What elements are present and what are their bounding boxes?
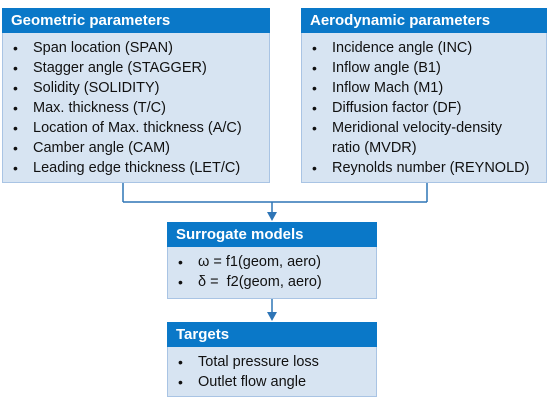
aerodynamic-parameters-body: • Incidence angle (INC) • Inflow angle (B1… [301, 33, 547, 183]
list-item: • Stagger angle (STAGGER) [11, 58, 265, 78]
geometric-item-label: Stagger angle (STAGGER) [33, 60, 207, 76]
surrogate-item-label: ω = f1(geom, aero) [198, 254, 321, 270]
list-item: • δ = f2(geom, aero) [176, 272, 372, 292]
aerodynamic-item-label: Inflow angle (B1) [332, 60, 441, 76]
surrogate-models-box: Surrogate models • ω = f1(geom, aero) • δ … [167, 222, 377, 299]
bullet-icon: • [312, 40, 317, 56]
bullet-icon: • [312, 120, 317, 136]
geometric-item-label: Location of Max. thickness (A/C) [33, 120, 242, 136]
bullet-icon: • [13, 60, 18, 76]
bullet-icon: • [178, 374, 183, 390]
targets-item-label: Outlet flow angle [198, 374, 307, 390]
list-item: • Diffusion factor (DF) [310, 98, 542, 118]
targets-title: Targets [167, 322, 377, 347]
bullet-icon: • [312, 80, 317, 96]
targets-list: • Total pressure loss • Outlet flow angle [176, 352, 372, 392]
aerodynamic-item-label: Reynolds number (REYNOLD) [332, 160, 530, 176]
bullet-icon: • [178, 274, 183, 290]
bullet-icon: • [13, 140, 18, 156]
bullet-icon: • [312, 160, 317, 176]
targets-item-label: Total pressure loss [198, 354, 319, 370]
list-item: • Span location (SPAN) [11, 38, 265, 58]
bullet-icon: • [13, 100, 18, 116]
list-item: • ω = f1(geom, aero) [176, 252, 372, 272]
aerodynamic-item-label: Diffusion factor (DF) [332, 100, 462, 116]
geometric-parameters-body: • Span location (SPAN) • Stagger angle (ST… [2, 33, 270, 183]
surrogate-models-body: • ω = f1(geom, aero) • δ = f2(geom, aero) [167, 247, 377, 299]
list-item: • Location of Max. thickness (A/C) [11, 118, 265, 138]
aerodynamic-item-label: Meridional velocity-density ratio (MVDR) [332, 120, 503, 156]
merge-to-surrogate-arrowhead [267, 212, 277, 221]
aerodynamic-parameters-title: Aerodynamic parameters [301, 8, 547, 33]
list-item: • Meridional velocity-density ratio (MVDR… [310, 118, 517, 158]
aerodynamic-item-label: Incidence angle (INC) [332, 40, 473, 56]
bullet-icon: • [13, 160, 18, 176]
aerodynamic-parameters-list: • Incidence angle (INC) • Inflow angle (B1… [310, 38, 542, 178]
list-item: • Inflow Mach (M1) [310, 78, 542, 98]
surrogate-models-list: • ω = f1(geom, aero) • δ = f2(geom, aero) [176, 252, 372, 292]
targets-box: Targets • Total pressure loss • Outlet flo… [167, 322, 377, 397]
geometric-item-label: Max. thickness (T/C) [33, 100, 166, 116]
targets-body: • Total pressure loss • Outlet flow angle [167, 347, 377, 397]
list-item: • Leading edge thickness (LET/C) [11, 158, 265, 178]
list-item: • Incidence angle (INC) [310, 38, 542, 58]
bullet-icon: • [13, 80, 18, 96]
surrogate-to-targets-arrowhead [267, 312, 277, 321]
bullet-icon: • [13, 120, 18, 136]
geometric-item-label: Span location (SPAN) [33, 40, 173, 56]
geometric-parameters-list: • Span location (SPAN) • Stagger angle (ST… [11, 38, 265, 178]
geometric-item-label: Leading edge thickness (LET/C) [33, 160, 241, 176]
geometric-item-label: Camber angle (CAM) [33, 140, 170, 156]
geometric-item-label: Solidity (SOLIDITY) [33, 80, 160, 96]
aerodynamic-item-label: Inflow Mach (M1) [332, 80, 444, 96]
geometric-parameters-box: Geometric parameters • Span location (SPA… [2, 8, 270, 183]
aerodynamic-parameters-box: Aerodynamic parameters • Incidence angle … [301, 8, 547, 183]
surrogate-item-label: δ = f2(geom, aero) [198, 274, 322, 290]
list-item: • Solidity (SOLIDITY) [11, 78, 265, 98]
bullet-icon: • [178, 254, 183, 270]
list-item: • Max. thickness (T/C) [11, 98, 265, 118]
geometric-parameters-title: Geometric parameters [2, 8, 270, 33]
list-item: • Reynolds number (REYNOLD) [310, 158, 542, 178]
bullet-icon: • [312, 100, 317, 116]
surrogate-models-title: Surrogate models [167, 222, 377, 247]
bullet-icon: • [178, 354, 183, 370]
list-item: • Total pressure loss [176, 352, 372, 372]
bullet-icon: • [13, 40, 18, 56]
list-item: • Outlet flow angle [176, 372, 372, 392]
bullet-icon: • [312, 60, 317, 76]
list-item: • Inflow angle (B1) [310, 58, 542, 78]
list-item: • Camber angle (CAM) [11, 138, 265, 158]
